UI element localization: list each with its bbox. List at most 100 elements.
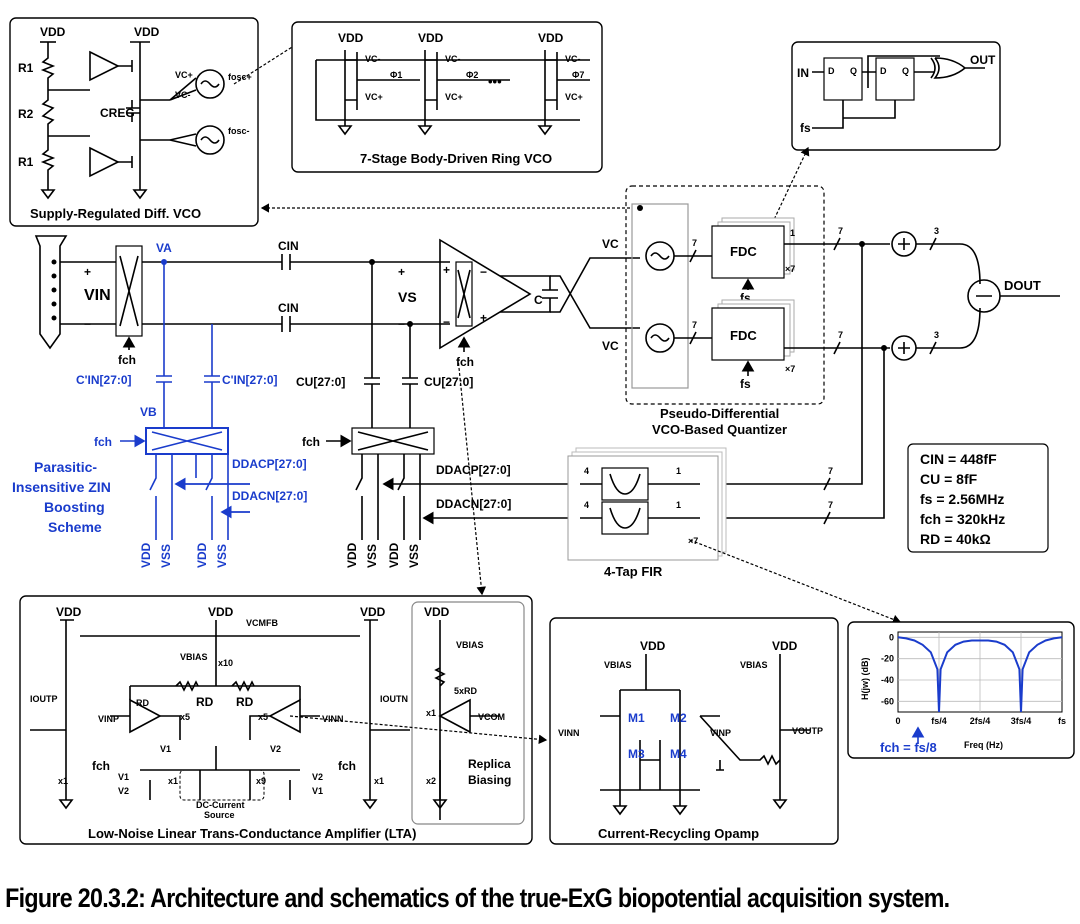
callout-arrow xyxy=(233,41,302,85)
bus-width-label: 4 xyxy=(584,500,589,510)
m3-label: M3 xyxy=(628,747,645,761)
fch-label: fch xyxy=(92,759,110,773)
cin-label: CIN xyxy=(278,239,299,253)
v2-label: V2 xyxy=(312,772,323,782)
x7-label: ×7 xyxy=(785,364,795,374)
params-box: CIN = 448fF CU = 8fF fs = 2.56MHz fch = … xyxy=(907,443,1049,553)
y-tick-label: -20 xyxy=(881,654,894,664)
fch-label: fch xyxy=(118,353,136,367)
bus-width-label: 7 xyxy=(838,226,843,236)
box-title: 7-Stage Body-Driven Ring VCO xyxy=(360,151,552,166)
bus-width-label: 7 xyxy=(692,320,697,330)
phi2-label: Φ2 xyxy=(466,70,478,80)
d-label: D xyxy=(828,66,835,76)
x1-label: x1 xyxy=(374,776,384,786)
digital-output: 7 7 3 3 DOUT 7 7 xyxy=(660,226,1060,525)
dots-label: ••• xyxy=(488,74,502,89)
x1-label: x1 xyxy=(168,776,178,786)
r1-label: R1 xyxy=(18,61,34,75)
vdd-label: VDD xyxy=(56,605,82,619)
bus-width-label: 7 xyxy=(838,330,843,340)
y-tick-label: -60 xyxy=(881,696,894,706)
vdd-label: VDD xyxy=(360,605,386,619)
vb-label: VB xyxy=(140,405,157,419)
dc-source-label: Source xyxy=(204,810,235,820)
minus-label: − xyxy=(443,315,450,329)
bus-width-label: 1 xyxy=(790,228,795,238)
figure-caption: Figure 20.3.2: Architecture and schemati… xyxy=(0,872,950,924)
quantizer-block: VC VC 7 7 FDC ×7 fs FDC ×7 fs 1 Pseudo-D… xyxy=(602,185,825,437)
cu-array-label: CU[27:0] xyxy=(424,375,473,389)
param-rd: RD = 40kΩ xyxy=(920,531,991,547)
vss-label: VSS xyxy=(159,544,173,568)
fdc-label: FDC xyxy=(730,328,757,343)
m2-label: M2 xyxy=(670,711,687,725)
fch-label: fch xyxy=(338,759,356,773)
v1-label: V1 xyxy=(312,786,323,796)
boosting-label: Parasitic- Insensitive ZIN Boosting Sche… xyxy=(12,459,111,535)
fs-label: fs xyxy=(740,377,751,391)
bus-width-label: 7 xyxy=(692,238,697,248)
param-fch: fch = 320kHz xyxy=(920,511,1005,527)
x-tick-label: 3fs/4 xyxy=(1011,716,1032,726)
x1-label: x1 xyxy=(58,776,68,786)
param-cu: CU = 8fF xyxy=(920,471,978,487)
fdc-label: FDC xyxy=(730,244,757,259)
vin-label: VIN xyxy=(84,287,111,304)
replica-label: Biasing xyxy=(468,773,511,787)
callout-arrow xyxy=(769,146,810,229)
va-label: VA xyxy=(156,241,172,255)
x9-label: x9 xyxy=(256,776,266,786)
ring-vco-box: VDD VDD VDD VC- VC+ VC- VC+ VC- VC+ Φ1 Φ… xyxy=(291,21,603,173)
in-label: IN xyxy=(797,66,809,80)
vdd-label: VDD xyxy=(208,605,234,619)
rd-label: RD xyxy=(236,695,254,709)
bus-width-label: 7 xyxy=(828,500,833,510)
m1-label: M1 xyxy=(628,711,645,725)
box-title: Current-Recycling Opamp xyxy=(598,826,759,841)
vc-minus-label: VC- xyxy=(365,54,381,64)
callout-arrow xyxy=(289,715,548,745)
q-label: Q xyxy=(850,66,857,76)
x10-label: x10 xyxy=(218,658,233,668)
x5-label: x5 xyxy=(180,712,190,722)
vbias-label: VBIAS xyxy=(740,660,768,670)
callout-arrow xyxy=(689,539,902,624)
vs-label: VS xyxy=(398,289,417,305)
supply-regulated-vco-box: VDD VDD R1 R2 R1 CREG VC+ VC- fosc+ fosc… xyxy=(9,17,259,227)
main-chain: + VIN − fch CIN CIN VA + VS − + − − + fc… xyxy=(34,235,640,568)
vc-label: VC xyxy=(602,339,619,353)
x-tick-label: fs/4 xyxy=(931,716,947,726)
x-tick-label: 2fs/4 xyxy=(970,716,991,726)
vinn-label: VINN xyxy=(558,728,580,738)
y-tick-label: -40 xyxy=(881,675,894,685)
y-axis-label: H(jw) (dB) xyxy=(860,658,870,701)
vdd-label: VDD xyxy=(134,25,160,39)
lta-box: VDD VDD VDD VDD VCMFB VBIAS x10 RD RD RD… xyxy=(19,595,533,845)
bus-width-label: 3 xyxy=(934,226,939,236)
minus-label: − xyxy=(480,265,487,279)
fch-annotation: fch = fs/8 xyxy=(880,740,937,755)
plus-label: + xyxy=(398,265,405,279)
x5-label: x5 xyxy=(258,712,268,722)
vc-minus-label: VC- xyxy=(565,54,581,64)
fch-label: fch xyxy=(456,355,474,369)
vss-label: VSS xyxy=(365,544,379,568)
x2-label: x2 xyxy=(426,776,436,786)
ioutn-label: IOUTN xyxy=(380,694,408,704)
vinp-label: VINP xyxy=(710,728,731,738)
q-label: Q xyxy=(902,66,909,76)
y-ticks: 0-20-40-60 xyxy=(881,632,894,706)
plus-label: + xyxy=(84,265,91,279)
x1-label: x1 xyxy=(426,708,436,718)
x-tick-label: 0 xyxy=(895,716,900,726)
boosting-line: Scheme xyxy=(48,519,102,535)
plus-label: + xyxy=(443,263,450,277)
vdd-label: VDD xyxy=(387,542,401,568)
callout-arrow xyxy=(457,357,487,596)
creg-label: CREG xyxy=(100,106,135,120)
vcom-label: VCOM xyxy=(478,712,505,722)
vc-minus-label: VC- xyxy=(175,90,191,100)
